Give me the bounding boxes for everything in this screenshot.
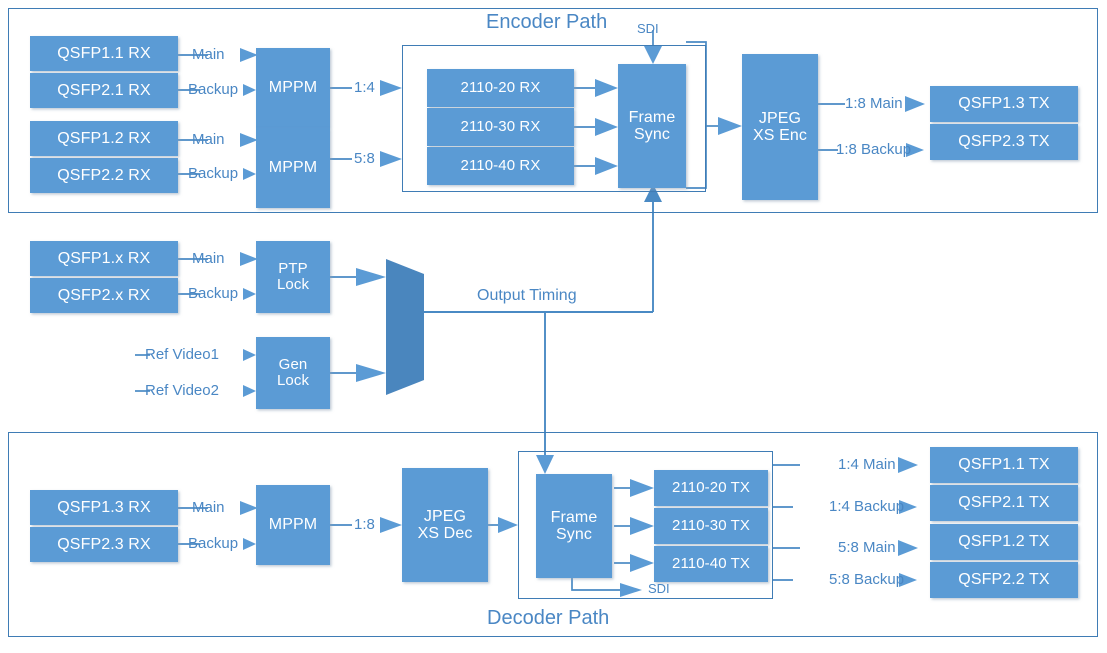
label-encoder-in-1-backup: Backup bbox=[188, 81, 239, 98]
frame-sync-encoder-line1: Frame bbox=[628, 108, 676, 126]
jpeg-xs-enc-line2: XS Enc bbox=[753, 127, 807, 144]
label-decoder-out-3: 5:8 Main bbox=[838, 539, 896, 556]
label-timing-main: Main bbox=[192, 250, 225, 267]
gen-lock-line2: Lock bbox=[276, 372, 310, 389]
decoder-output-group: QSFP1.1 TX QSFP2.1 TX QSFP1.2 TX QSFP2.2… bbox=[930, 447, 1078, 600]
jpeg-xs-encoder-block[interactable]: JPEG XS Enc bbox=[742, 54, 818, 200]
encoder-core-container bbox=[402, 45, 706, 192]
mppm-block-encoder-1[interactable]: MPPM bbox=[256, 48, 330, 128]
gen-lock-block[interactable]: Gen Lock bbox=[256, 337, 330, 409]
label-decoder-in-backup: Backup bbox=[188, 535, 239, 552]
encoder-essence-stack: 2110-20 RX 2110-30 RX 2110-40 RX bbox=[427, 69, 574, 185]
label-decoder-out-2: 1:4 Backup bbox=[829, 498, 905, 515]
label-encoder-out-1: 1:8 Main bbox=[845, 95, 903, 112]
essence-block-2110-20-tx[interactable]: 2110-20 TX bbox=[654, 470, 768, 506]
frame-sync-block-decoder[interactable]: Frame Sync bbox=[536, 474, 612, 578]
ptp-lock-block[interactable]: PTP Lock bbox=[256, 241, 330, 313]
decoder-path-container bbox=[8, 432, 1098, 637]
label-decoder-out-4: 5:8 Backup bbox=[829, 571, 905, 588]
jpeg-xs-enc-line1: JPEG bbox=[758, 109, 802, 127]
timing-mux-selector[interactable] bbox=[386, 259, 424, 395]
label-decoder-sdi-out: SDI bbox=[648, 581, 670, 596]
label-output-timing: Output Timing bbox=[477, 287, 577, 304]
qsfp-block-decoder-out-2[interactable]: QSFP2.1 TX bbox=[930, 485, 1078, 521]
timing-input-group: QSFP1.x RX QSFP2.x RX bbox=[30, 241, 178, 313]
qsfp-block-decoder-out-3[interactable]: QSFP1.2 TX bbox=[930, 524, 1078, 560]
ptp-lock-line1: PTP bbox=[278, 259, 308, 277]
encoder-path-title: Encoder Path bbox=[486, 11, 608, 33]
qsfp-block-encoder-in-1-main[interactable]: QSFP1.1 RX bbox=[30, 36, 178, 71]
label-encoder-out-2: 1:8 Backup bbox=[836, 141, 912, 158]
label-encoder-mppm-1-out: 1:4 bbox=[354, 79, 375, 96]
encoder-path-container bbox=[8, 8, 1098, 213]
label-encoder-sdi-in: SDI bbox=[637, 21, 659, 36]
qsfp-block-encoder-in-2-main[interactable]: QSFP1.2 RX bbox=[30, 121, 178, 156]
qsfp-block-encoder-in-1-backup[interactable]: QSFP2.1 RX bbox=[30, 73, 178, 108]
label-ref-video-1: Ref Video1 bbox=[145, 346, 219, 363]
qsfp-block-timing-main[interactable]: QSFP1.x RX bbox=[30, 241, 178, 276]
decoder-input-group: QSFP1.3 RX QSFP2.3 RX bbox=[30, 490, 178, 562]
label-encoder-in-1-main: Main bbox=[192, 46, 225, 63]
decoder-core-container bbox=[518, 451, 773, 599]
label-ref-video-2: Ref Video2 bbox=[145, 382, 219, 399]
qsfp-block-encoder-in-2-backup[interactable]: QSFP2.2 RX bbox=[30, 158, 178, 193]
jpeg-xs-dec-line1: JPEG bbox=[423, 507, 467, 525]
jpeg-xs-decoder-block[interactable]: JPEG XS Dec bbox=[402, 468, 488, 582]
label-decoder-out-1: 1:4 Main bbox=[838, 456, 896, 473]
essence-block-2110-30-rx[interactable]: 2110-30 RX bbox=[427, 108, 574, 146]
essence-block-2110-40-rx[interactable]: 2110-40 RX bbox=[427, 147, 574, 185]
qsfp-block-timing-backup[interactable]: QSFP2.x RX bbox=[30, 278, 178, 313]
essence-block-2110-20-rx[interactable]: 2110-20 RX bbox=[427, 69, 574, 107]
encoder-input-group-2: QSFP1.2 RX QSFP2.2 RX bbox=[30, 121, 178, 193]
frame-sync-block-encoder[interactable]: Frame Sync bbox=[618, 64, 686, 188]
label-encoder-in-2-main: Main bbox=[192, 131, 225, 148]
essence-block-2110-40-tx[interactable]: 2110-40 TX bbox=[654, 546, 768, 582]
qsfp-block-encoder-out-backup[interactable]: QSFP2.3 TX bbox=[930, 124, 1078, 160]
encoder-output-group: QSFP1.3 TX QSFP2.3 TX bbox=[930, 86, 1078, 161]
frame-sync-encoder-line2: Sync bbox=[634, 126, 670, 143]
encoder-input-group-1: QSFP1.1 RX QSFP2.1 RX bbox=[30, 36, 178, 108]
label-encoder-mppm-2-out: 5:8 bbox=[354, 150, 375, 167]
gen-lock-line1: Gen bbox=[278, 355, 308, 373]
mppm-block-decoder[interactable]: MPPM bbox=[256, 485, 330, 565]
ptp-lock-line2: Lock bbox=[276, 276, 310, 293]
mppm-block-encoder-2[interactable]: MPPM bbox=[256, 128, 330, 208]
qsfp-block-decoder-in-backup[interactable]: QSFP2.3 RX bbox=[30, 527, 178, 562]
qsfp-block-decoder-in-main[interactable]: QSFP1.3 RX bbox=[30, 490, 178, 525]
label-encoder-in-2-backup: Backup bbox=[188, 165, 239, 182]
decoder-path-title: Decoder Path bbox=[487, 607, 610, 629]
frame-sync-decoder-line2: Sync bbox=[556, 526, 592, 543]
decoder-essence-stack: 2110-20 TX 2110-30 TX 2110-40 TX bbox=[654, 470, 768, 583]
qsfp-block-encoder-out-main[interactable]: QSFP1.3 TX bbox=[930, 86, 1078, 122]
qsfp-block-decoder-out-4[interactable]: QSFP2.2 TX bbox=[930, 562, 1078, 598]
label-decoder-in-main: Main bbox=[192, 499, 225, 516]
qsfp-block-decoder-out-1[interactable]: QSFP1.1 TX bbox=[930, 447, 1078, 483]
label-timing-backup: Backup bbox=[188, 285, 239, 302]
label-decoder-mppm-out: 1:8 bbox=[354, 516, 375, 533]
essence-block-2110-30-tx[interactable]: 2110-30 TX bbox=[654, 508, 768, 544]
frame-sync-decoder-line1: Frame bbox=[550, 508, 598, 526]
jpeg-xs-dec-line2: XS Dec bbox=[417, 525, 473, 542]
